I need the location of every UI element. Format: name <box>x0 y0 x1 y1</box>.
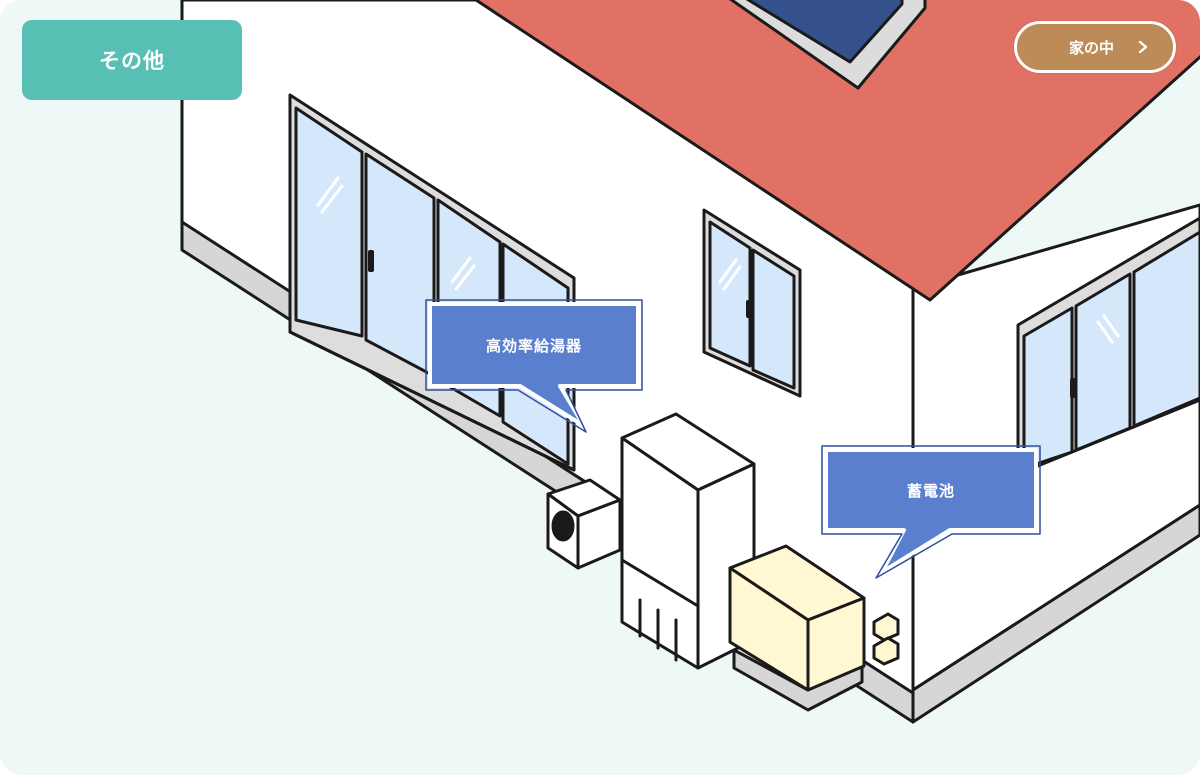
house-interior-button-label: 家の中 <box>1069 38 1115 57</box>
solar-panel <box>745 0 904 64</box>
category-tab[interactable]: その他 <box>22 20 242 100</box>
right-window-glass-3 <box>1132 230 1200 428</box>
house-interior-button[interactable]: 家の中 <box>1014 21 1176 73</box>
battery-side <box>806 596 866 692</box>
heat-pump-side <box>576 498 622 570</box>
heat-pump-fan <box>551 510 575 542</box>
roof <box>473 0 1200 302</box>
wall-box-2 <box>872 636 900 666</box>
hotspot-storage-battery[interactable]: 蓄電池 <box>826 450 1036 530</box>
hotspot-storage-battery-label: 蓄電池 <box>906 481 955 500</box>
callout-bubble-battery <box>824 448 1038 574</box>
house-right-foundation <box>911 503 1200 724</box>
left-window-glass-1 <box>294 106 364 338</box>
right-window-glass-2 <box>1074 272 1132 452</box>
wall-box-1 <box>872 612 900 642</box>
chevron-right-icon <box>1133 37 1153 57</box>
category-label: その他 <box>99 49 165 73</box>
callout-bubble-water-heater <box>428 302 640 428</box>
hotspot-water-heater[interactable]: 高効率給湯器 <box>430 304 638 386</box>
middle-window-glass-1 <box>708 220 752 368</box>
right-window-glass-1 <box>1022 306 1074 470</box>
hotspot-water-heater-label: 高効率給湯器 <box>485 336 582 355</box>
middle-window-glass-2 <box>751 248 796 390</box>
